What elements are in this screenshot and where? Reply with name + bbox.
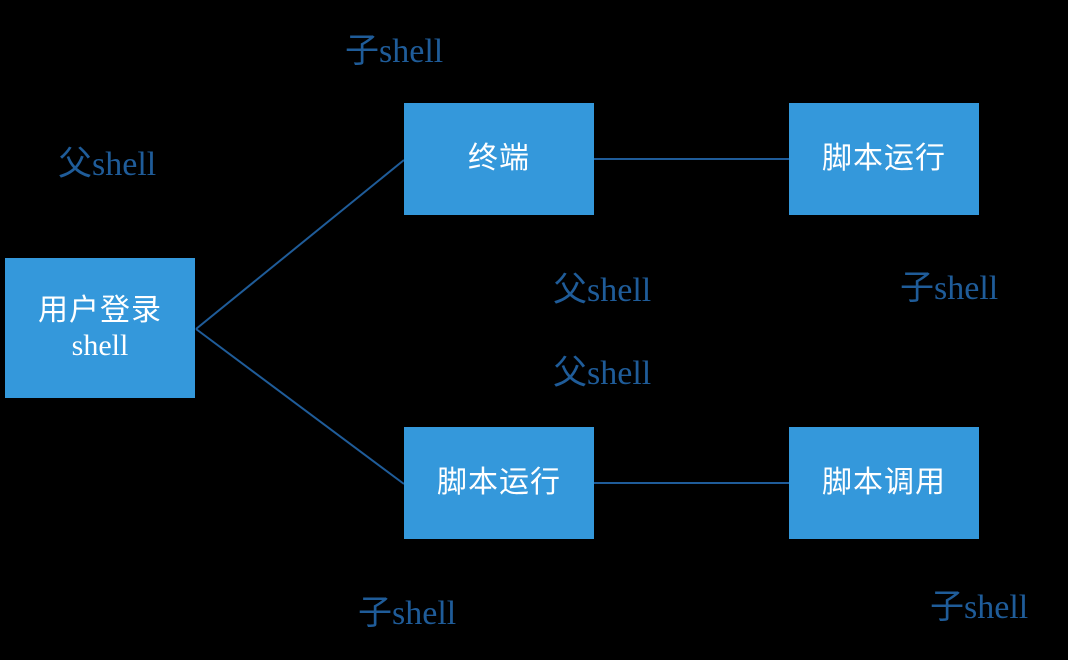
node-user-login-shell[interactable]: 用户登录 shell <box>5 258 195 398</box>
label-child-shell-top: 子shell <box>345 33 444 70</box>
node-user-login-shell-line1: 用户登录 <box>38 293 162 327</box>
label-child-shell-bottom-left: 子shell <box>358 595 457 632</box>
node-script-run-top-label: 脚本运行 <box>822 142 946 176</box>
node-script-call[interactable]: 脚本调用 <box>789 427 979 539</box>
label-child-shell-bottom-right: 子shell <box>930 589 1029 626</box>
node-user-login-shell-line2: shell <box>71 329 129 362</box>
edge-login-to-terminal <box>195 159 405 330</box>
node-script-run-bottom-label: 脚本运行 <box>437 466 561 500</box>
label-parent-shell-middle-upper: 父shell <box>553 272 652 309</box>
label-parent-shell-middle-lower: 父shell <box>553 355 652 392</box>
node-terminal[interactable]: 终端 <box>404 103 594 215</box>
node-script-call-label: 脚本调用 <box>822 466 946 500</box>
node-script-run-bottom[interactable]: 脚本运行 <box>404 427 594 539</box>
edge-login-to-script-run-bottom <box>195 328 405 485</box>
node-terminal-label: 终端 <box>468 142 530 176</box>
label-parent-shell-left: 父shell <box>58 146 157 183</box>
label-child-shell-right: 子shell <box>900 270 999 307</box>
node-script-run-top[interactable]: 脚本运行 <box>789 103 979 215</box>
